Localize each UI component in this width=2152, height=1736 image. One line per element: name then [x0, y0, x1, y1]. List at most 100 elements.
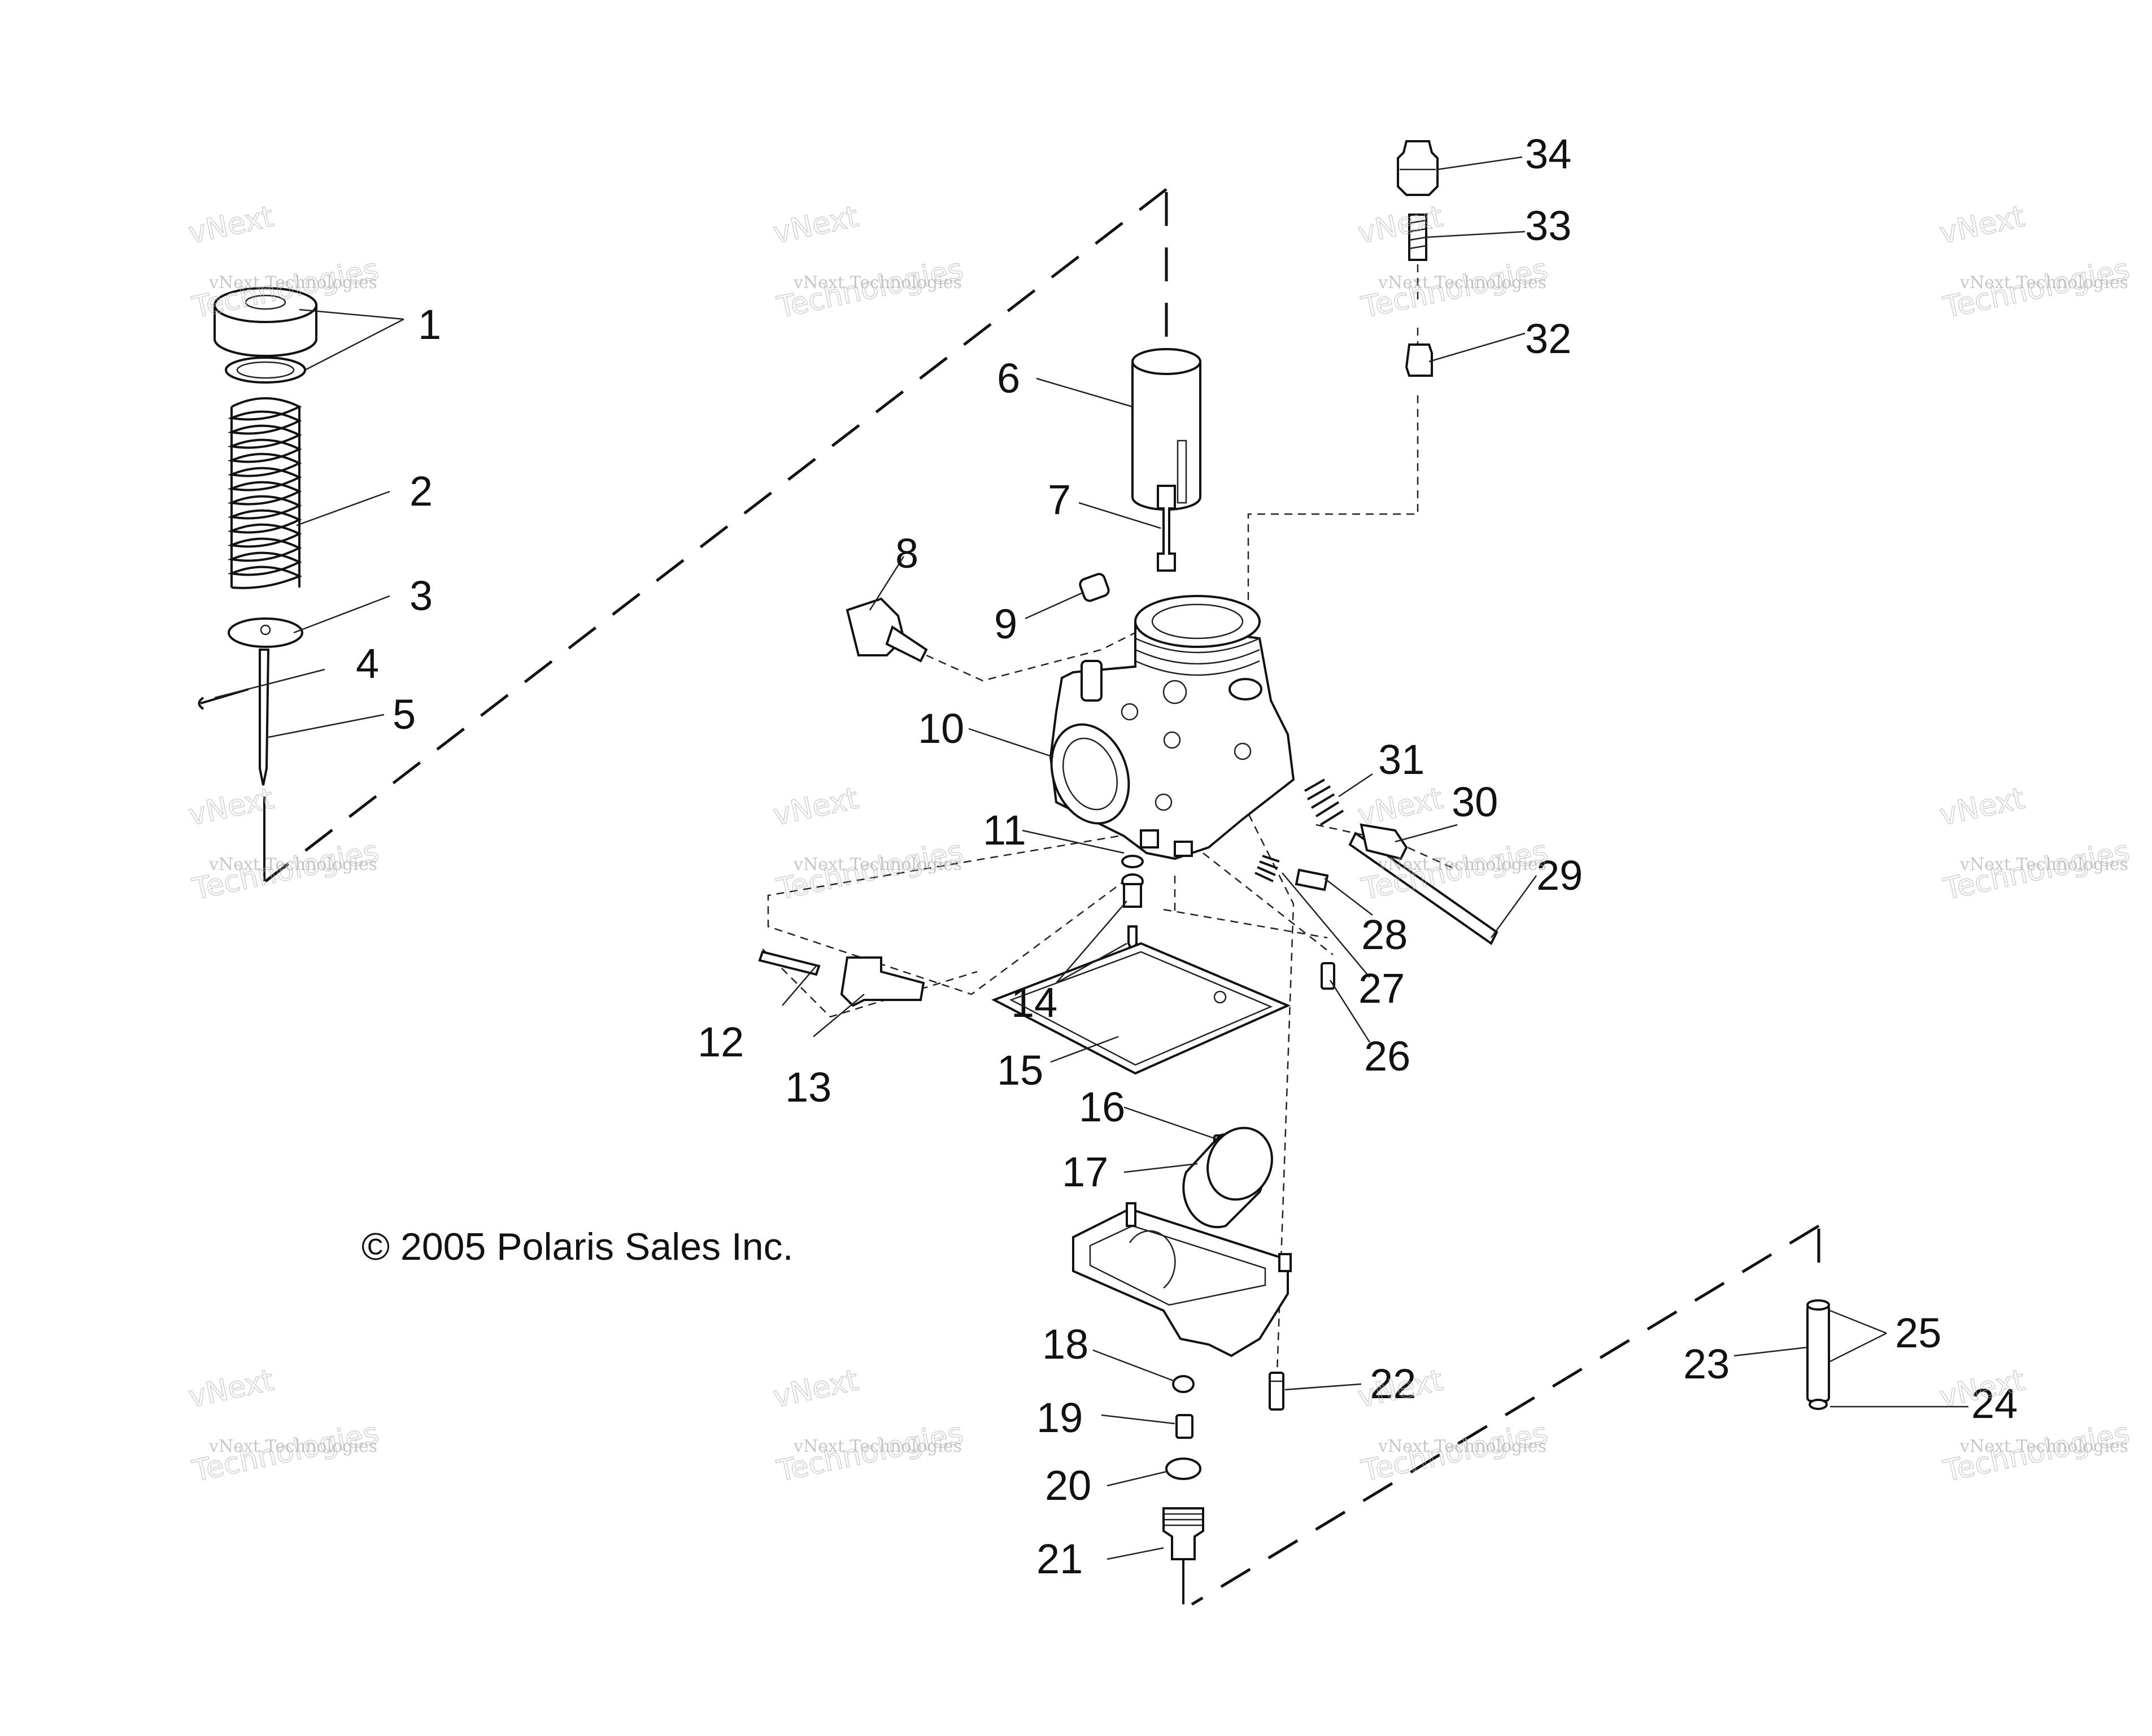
callout-numbers: 1 2 3 4 5 6 7 8 9 10 11 12 13 14 15 16 1…: [356, 130, 2018, 1582]
watermark: vNext vNext Technologies Technologies: [770, 1363, 966, 1489]
callout-8: 8: [895, 530, 918, 577]
svg-text:vNext Technologies: vNext Technologies: [793, 1437, 962, 1456]
callout-34: 34: [1525, 130, 1571, 177]
part-20-o-ring: [1165, 1457, 1201, 1480]
callout-24: 24: [1971, 1380, 2018, 1427]
part-18-washer: [1172, 1375, 1195, 1393]
watermark: vNext vNext Technologies Technologies: [770, 199, 966, 325]
callout-20: 20: [1045, 1462, 1091, 1509]
svg-text:vNext Technologies: vNext Technologies: [1959, 855, 2128, 874]
svg-text:Technologies: Technologies: [1358, 1416, 1550, 1489]
svg-text:vNext: vNext: [186, 781, 277, 832]
callout-22: 22: [1370, 1360, 1416, 1407]
svg-text:Technologies: Technologies: [1940, 834, 2132, 907]
svg-text:Technologies: Technologies: [1358, 253, 1550, 325]
part-float-bowl: [1072, 1202, 1292, 1358]
watermark: vNext vNext Technologies Technologies: [1354, 199, 1551, 325]
watermark: vNext vNext Technologies Technologies: [185, 1363, 382, 1489]
callout-10: 10: [918, 705, 964, 752]
svg-text:vNext Technologies: vNext Technologies: [208, 1437, 377, 1456]
callout-33: 33: [1525, 202, 1571, 249]
part-29-air-tube: [1348, 832, 1498, 945]
callout-12: 12: [698, 1019, 744, 1065]
svg-text:vNext: vNext: [1937, 781, 2028, 832]
callout-3: 3: [410, 572, 433, 619]
callout-32: 32: [1525, 315, 1571, 362]
part-3-clip-plate: [228, 617, 303, 648]
part-6-throttle-slide: [1131, 348, 1201, 511]
callout-13: 13: [785, 1064, 831, 1111]
callout-6: 6: [997, 355, 1020, 402]
callout-4: 4: [356, 640, 379, 687]
part-10-carburetor-body: [1049, 595, 1295, 860]
svg-text:vNext Technologies: vNext Technologies: [1378, 855, 1547, 874]
part-8-choke-plunger: [846, 597, 928, 663]
callout-23: 23: [1683, 1341, 1730, 1387]
svg-text:Technologies: Technologies: [774, 834, 966, 907]
watermark: vNext vNext Technologies Technologies: [1936, 781, 2133, 907]
svg-text:vNext Technologies: vNext Technologies: [793, 855, 962, 874]
watermark: vNext vNext Technologies Technologies: [185, 781, 382, 907]
callout-27: 27: [1358, 965, 1405, 1012]
part-11-washer: [1121, 855, 1144, 868]
callout-16: 16: [1079, 1084, 1125, 1130]
part-21-drain-plug: [1162, 1507, 1204, 1604]
svg-text:vNext Technologies: vNext Technologies: [1959, 273, 2128, 293]
part-32-33-34-adjuster: [1397, 140, 1439, 377]
callout-15: 15: [997, 1047, 1043, 1094]
svg-text:Technologies: Technologies: [1940, 253, 2132, 325]
svg-text:vNext: vNext: [770, 1363, 861, 1414]
callout-30: 30: [1452, 778, 1498, 825]
callout-18: 18: [1042, 1321, 1088, 1368]
svg-text:Technologies: Technologies: [189, 834, 381, 907]
svg-text:vNext Technologies: vNext Technologies: [793, 273, 962, 293]
svg-text:vNext Technologies: vNext Technologies: [1378, 273, 1547, 293]
part-27-28-pilot-screw-spring: [1254, 855, 1329, 891]
callout-28: 28: [1361, 911, 1408, 958]
part-17-float: [1182, 1126, 1273, 1229]
part-1-cap-and-washer: [214, 287, 317, 384]
callout-9: 9: [994, 601, 1017, 647]
part-23-24-25-pin: [1806, 1299, 1830, 1410]
callout-25: 25: [1895, 1309, 1941, 1356]
callout-21: 21: [1036, 1535, 1083, 1582]
leader-lines: [214, 156, 1968, 1560]
svg-text:vNext: vNext: [1355, 781, 1446, 832]
dashed-guide-lines: [263, 188, 1820, 1606]
svg-text:Technologies: Technologies: [774, 1416, 966, 1489]
callout-29: 29: [1536, 852, 1583, 899]
callout-26: 26: [1364, 1033, 1410, 1080]
part-2-spring: [227, 397, 302, 589]
svg-text:vNext Technologies: vNext Technologies: [1959, 1437, 2128, 1456]
part-9-cap: [1079, 573, 1110, 602]
svg-text:vNext: vNext: [1355, 199, 1446, 250]
svg-text:Technologies: Technologies: [774, 253, 966, 325]
watermark: vNext vNext Technologies Technologies: [1936, 199, 2133, 325]
svg-text:Technologies: Technologies: [1940, 1416, 2132, 1489]
callout-11: 11: [983, 807, 1026, 854]
callout-31: 31: [1378, 736, 1424, 783]
part-12-13-float-arm: [758, 950, 925, 1007]
part-14-needle-valve: [1121, 873, 1144, 955]
callout-19: 19: [1036, 1394, 1083, 1441]
callout-5: 5: [393, 691, 416, 738]
svg-text:Technologies: Technologies: [189, 1416, 381, 1489]
part-4-5-needle: [198, 649, 270, 786]
callout-14: 14: [1011, 979, 1057, 1026]
callout-1: 1: [418, 301, 441, 348]
copyright-notice: © 2005 Polaris Sales Inc.: [361, 1225, 794, 1268]
svg-text:vNext: vNext: [186, 199, 277, 250]
svg-text:vNext Technologies: vNext Technologies: [1378, 1437, 1547, 1456]
watermark: vNext vNext Technologies Technologies: [1354, 1363, 1551, 1489]
watermark: vNext vNext Technologies Technologies: [770, 781, 966, 907]
svg-text:vNext: vNext: [770, 199, 861, 250]
svg-text:vNext Technologies: vNext Technologies: [208, 273, 377, 293]
part-30-31-idle-screw-spring: [1304, 778, 1408, 860]
callout-17: 17: [1062, 1148, 1108, 1195]
callout-7: 7: [1048, 476, 1071, 523]
part-26-screw: [1321, 962, 1335, 990]
watermark: vNext vNext Technologies Technologies: [1936, 1363, 2133, 1489]
watermark: vNext vNext Technologies Technologies: [185, 199, 382, 325]
svg-text:vNext: vNext: [1937, 199, 2028, 250]
part-7-jet-needle-holder: [1157, 485, 1176, 572]
